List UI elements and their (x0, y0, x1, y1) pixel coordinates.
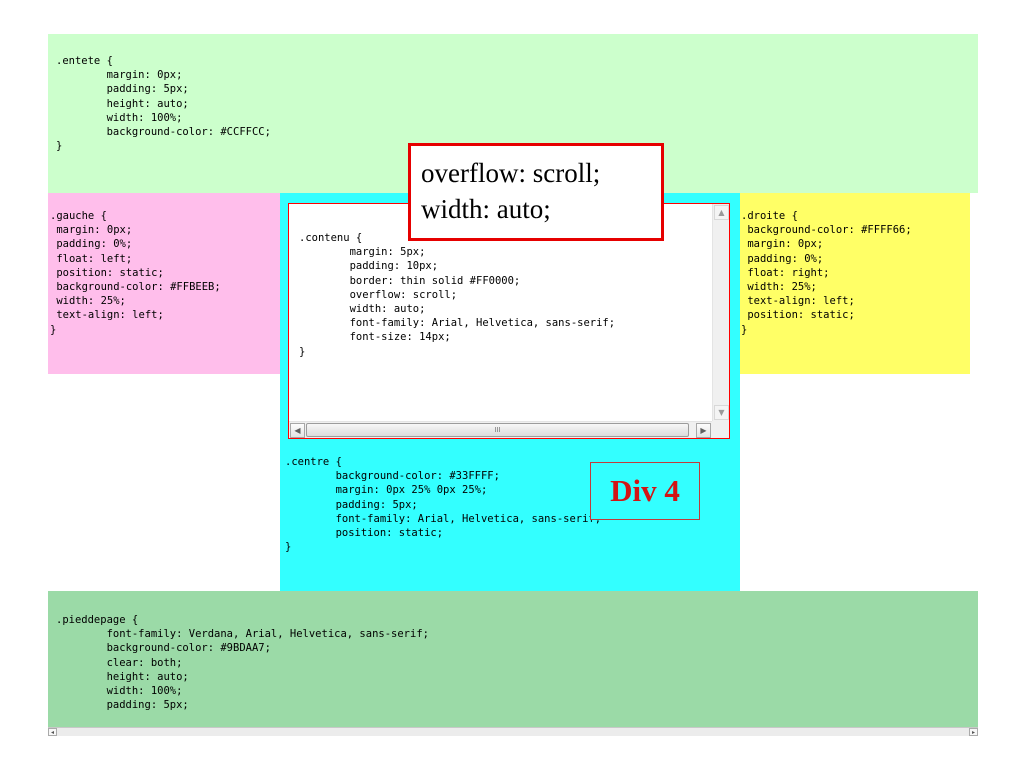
page-container: .entete { margin: 0px; padding: 5px; hei… (48, 34, 978, 736)
scroll-right-arrow-icon[interactable]: ▶ (696, 423, 711, 438)
pieddepage-div: .pieddepage { font-family: Verdana, Aria… (48, 591, 978, 734)
contenu-horizontal-scrollbar[interactable]: ◀ III ▶ (289, 421, 712, 438)
scroll-up-arrow-icon[interactable]: ▲ (714, 205, 729, 220)
contenu-scroll-box[interactable]: .contenu { margin: 5px; padding: 10px; b… (288, 203, 730, 439)
callout-line-overflow: overflow: scroll; (421, 158, 601, 188)
droite-div: .droite { background-color: #FFFF66; mar… (740, 193, 970, 374)
page-scroll-left-icon[interactable]: ◂ (48, 728, 57, 736)
overflow-callout-box: overflow: scroll; width: auto; (408, 143, 664, 241)
pieddepage-css-code: .pieddepage { font-family: Verdana, Aria… (56, 614, 429, 712)
contenu-vertical-scrollbar[interactable]: ▲ ▼ (712, 204, 729, 421)
centre-css-code: .centre { background-color: #33FFFF; mar… (285, 456, 602, 554)
centre-code-block: .centre { background-color: #33FFFF; mar… (285, 455, 601, 554)
contenu-viewport[interactable]: .contenu { margin: 5px; padding: 10px; b… (289, 204, 712, 421)
gauche-div: .gauche { margin: 0px; padding: 0%; floa… (48, 193, 280, 374)
scroll-left-arrow-icon[interactable]: ◀ (290, 423, 305, 438)
page-scroll-right-icon[interactable]: ▸ (969, 728, 978, 736)
div4-label: Div 4 (590, 462, 700, 520)
scrollbar-corner (712, 421, 729, 438)
callout-line-width: width: auto; (421, 194, 551, 224)
droite-css-code: .droite { background-color: #FFFF66; mar… (741, 210, 912, 336)
vertical-scroll-track[interactable] (714, 220, 729, 404)
scroll-down-arrow-icon[interactable]: ▼ (714, 405, 729, 420)
page-horizontal-scrollbar[interactable]: ◂ ▸ (48, 727, 978, 736)
entete-css-code: .entete { margin: 0px; padding: 5px; hei… (56, 55, 271, 153)
centre-div: .contenu { margin: 5px; padding: 10px; b… (280, 193, 740, 591)
scrollbar-grip-icon[interactable]: III (306, 423, 689, 437)
gauche-css-code: .gauche { margin: 0px; padding: 0%; floa… (50, 210, 221, 336)
contenu-css-code: .contenu { margin: 5px; padding: 10px; b… (299, 232, 616, 358)
